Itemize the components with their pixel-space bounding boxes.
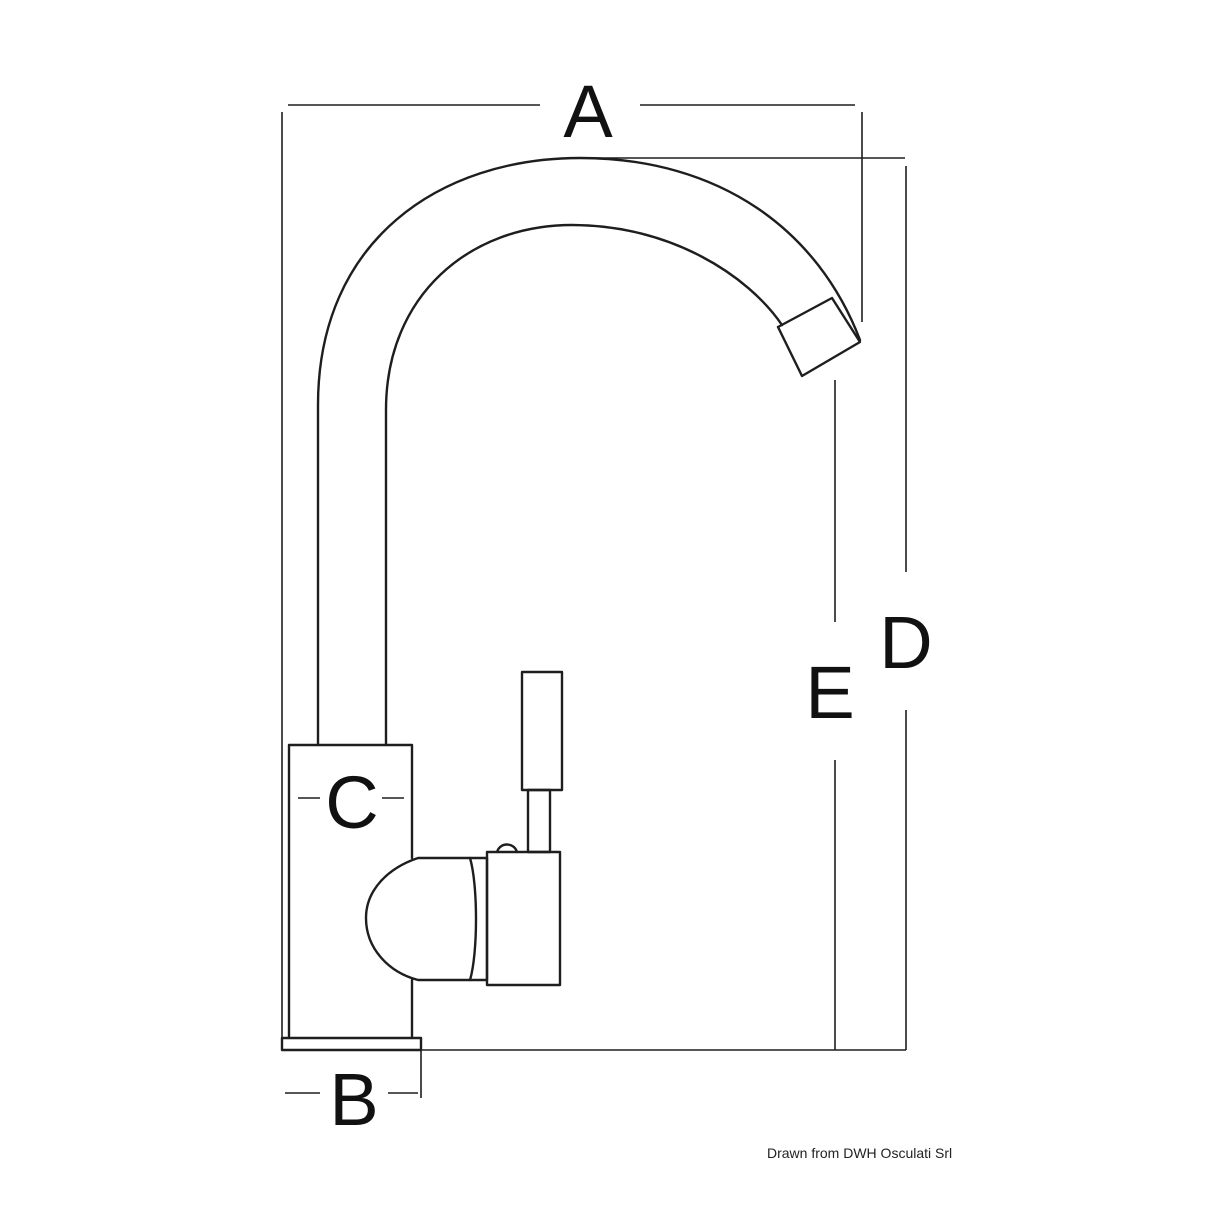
- handle-hub-dome: [364, 856, 472, 982]
- lever-stem: [526, 788, 552, 854]
- lever-grip: [520, 670, 564, 792]
- handle-block: [485, 850, 562, 987]
- dimension-label-b: B: [329, 1058, 378, 1141]
- dimension-label-a: A: [563, 70, 613, 153]
- dimension-labels: A C B D E: [325, 70, 932, 1141]
- spout-outer-edge: [316, 156, 862, 747]
- spout-nozzle: [776, 296, 862, 378]
- faucet-body: [287, 743, 414, 1040]
- faucet-outline: [280, 156, 862, 1052]
- dimension-label-d: D: [879, 601, 932, 684]
- drawing-credit: Drawn from DWH Osculati Srl: [767, 1145, 952, 1161]
- dimension-label-c: C: [325, 761, 378, 844]
- handle-set-screw: [495, 843, 519, 854]
- dimension-lines: [281, 104, 907, 1098]
- faucet-base-plate: [280, 1036, 423, 1052]
- handle-hub-collar: [468, 856, 489, 982]
- spout-inner-edge: [384, 223, 784, 747]
- dimension-label-e: E: [805, 651, 854, 734]
